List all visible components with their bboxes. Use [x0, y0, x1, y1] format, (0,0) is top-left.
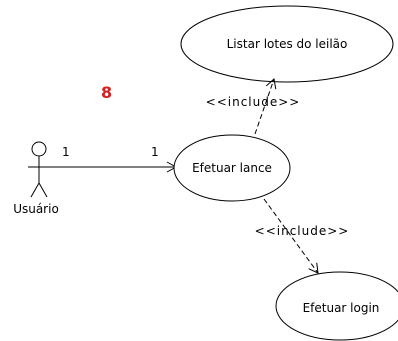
- include-dashed-arrow: [263, 198, 319, 274]
- usecase-ellipse: [275, 271, 398, 341]
- include-dashed-arrow: [254, 78, 277, 135]
- include-stereotype: <<include>>: [206, 95, 301, 109]
- usecase-multiplicity: 1: [151, 145, 159, 159]
- actor-right-leg: [38, 182, 48, 198]
- actor-head: [31, 141, 47, 157]
- usecase-efetuar-login[interactable]: Efetuar login: [275, 271, 398, 341]
- actor-name: Usuário: [13, 202, 59, 216]
- include-lance-login[interactable]: <<include>>: [255, 198, 350, 274]
- usecase-label: Efetuar lance: [192, 161, 272, 175]
- usecase-ellipse: [173, 134, 291, 202]
- include-lance-listar[interactable]: <<include>>: [206, 78, 301, 135]
- usecase-label: Efetuar login: [303, 301, 380, 315]
- diagram-marker-number: 8: [101, 83, 112, 102]
- actor-left-leg: [30, 182, 40, 198]
- usecase-listar-lotes[interactable]: Listar lotes do leilão: [180, 5, 394, 83]
- actor-multiplicity: 1: [62, 145, 70, 159]
- association-usuario-lance[interactable]: 1 1: [50, 145, 178, 173]
- usecase-label: Listar lotes do leilão: [227, 37, 348, 51]
- usecase-efetuar-lance[interactable]: Efetuar lance: [173, 134, 291, 202]
- usecase-ellipse: [180, 5, 394, 83]
- actor-usuario[interactable]: Usuário: [13, 141, 59, 216]
- include-stereotype: <<include>>: [255, 224, 350, 238]
